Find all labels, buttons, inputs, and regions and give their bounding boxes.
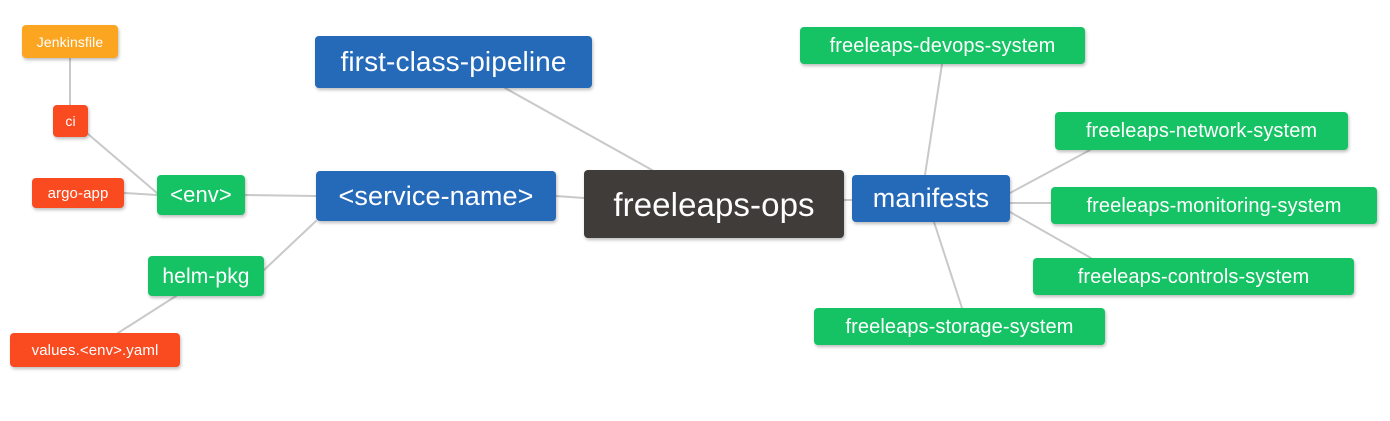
node-label-freeleaps-controls-system: freeleaps-controls-system [1077, 265, 1310, 288]
node-label-first-class-pipeline: first-class-pipeline [340, 46, 567, 77]
node-label-freeleaps-storage-system: freeleaps-storage-system [845, 315, 1074, 338]
edge-service-name-to-freeleaps-ops [555, 195, 585, 199]
node-manifests[interactable]: manifests [852, 175, 1010, 222]
node-label-freeleaps-ops: freeleaps-ops [613, 185, 815, 223]
node-first-class-pipeline[interactable]: first-class-pipeline [315, 36, 592, 88]
node-freeleaps-storage-system[interactable]: freeleaps-storage-system [814, 308, 1105, 345]
node-label-freeleaps-monitoring-system: freeleaps-monitoring-system [1086, 194, 1342, 217]
node-freeleaps-ops[interactable]: freeleaps-ops [584, 170, 844, 238]
node-freeleaps-controls-system[interactable]: freeleaps-controls-system [1033, 258, 1354, 295]
node-label-manifests: manifests [872, 183, 990, 213]
edge-helm-pkg-to-values-env-yaml [117, 295, 177, 334]
node-helm-pkg[interactable]: helm-pkg [148, 256, 264, 296]
node-service-name[interactable]: <service-name> [316, 171, 556, 221]
edge-service-name-to-helm-pkg [263, 220, 317, 271]
node-label-env: <env> [170, 182, 232, 207]
node-label-freeleaps-devops-system: freeleaps-devops-system [829, 34, 1056, 57]
edge-manifests-to-freeleaps-devops-system [924, 63, 943, 176]
node-label-argo-app: argo-app [47, 184, 109, 202]
node-label-ci: ci [65, 113, 76, 129]
node-env[interactable]: <env> [157, 175, 245, 215]
node-label-jenkinsfile: Jenkinsfile [36, 33, 104, 50]
node-jenkinsfile[interactable]: Jenkinsfile [22, 25, 118, 58]
node-freeleaps-monitoring-system[interactable]: freeleaps-monitoring-system [1051, 187, 1377, 224]
edge-env-to-service-name [244, 194, 317, 197]
node-label-service-name: <service-name> [338, 180, 534, 211]
node-label-values-env-yaml: values.<env>.yaml [31, 341, 159, 359]
node-freeleaps-devops-system[interactable]: freeleaps-devops-system [800, 27, 1085, 64]
edge-argo-app-to-env [123, 192, 158, 196]
node-values-env-yaml[interactable]: values.<env>.yaml [10, 333, 180, 367]
node-argo-app[interactable]: argo-app [32, 178, 124, 208]
edge-first-class-pipeline-to-freeleaps-ops [504, 87, 653, 171]
node-ci[interactable]: ci [53, 105, 88, 137]
node-label-freeleaps-network-system: freeleaps-network-system [1085, 120, 1318, 142]
edge-manifests-to-freeleaps-storage-system [933, 221, 963, 309]
node-label-helm-pkg: helm-pkg [162, 264, 250, 288]
node-freeleaps-network-system[interactable]: freeleaps-network-system [1055, 112, 1348, 150]
